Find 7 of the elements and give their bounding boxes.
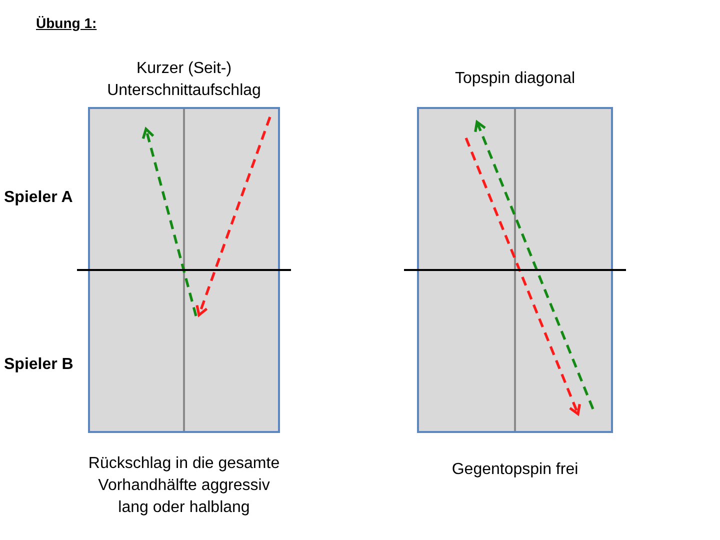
table-label: Topspin diagonal (454, 69, 576, 89)
player-label: Spieler A (4, 189, 73, 207)
heading: Übung 1: (36, 15, 97, 31)
table-label: Kurzer (Seit-) Unterschnittaufschlag (106, 59, 262, 101)
player-label: Spieler B (4, 356, 74, 374)
table-label: Rückschlag in die gesamte Vorhandhälfte aggressiv lang oder halblang (87, 454, 281, 518)
table-label: Gegentopspin frei (450, 460, 580, 480)
